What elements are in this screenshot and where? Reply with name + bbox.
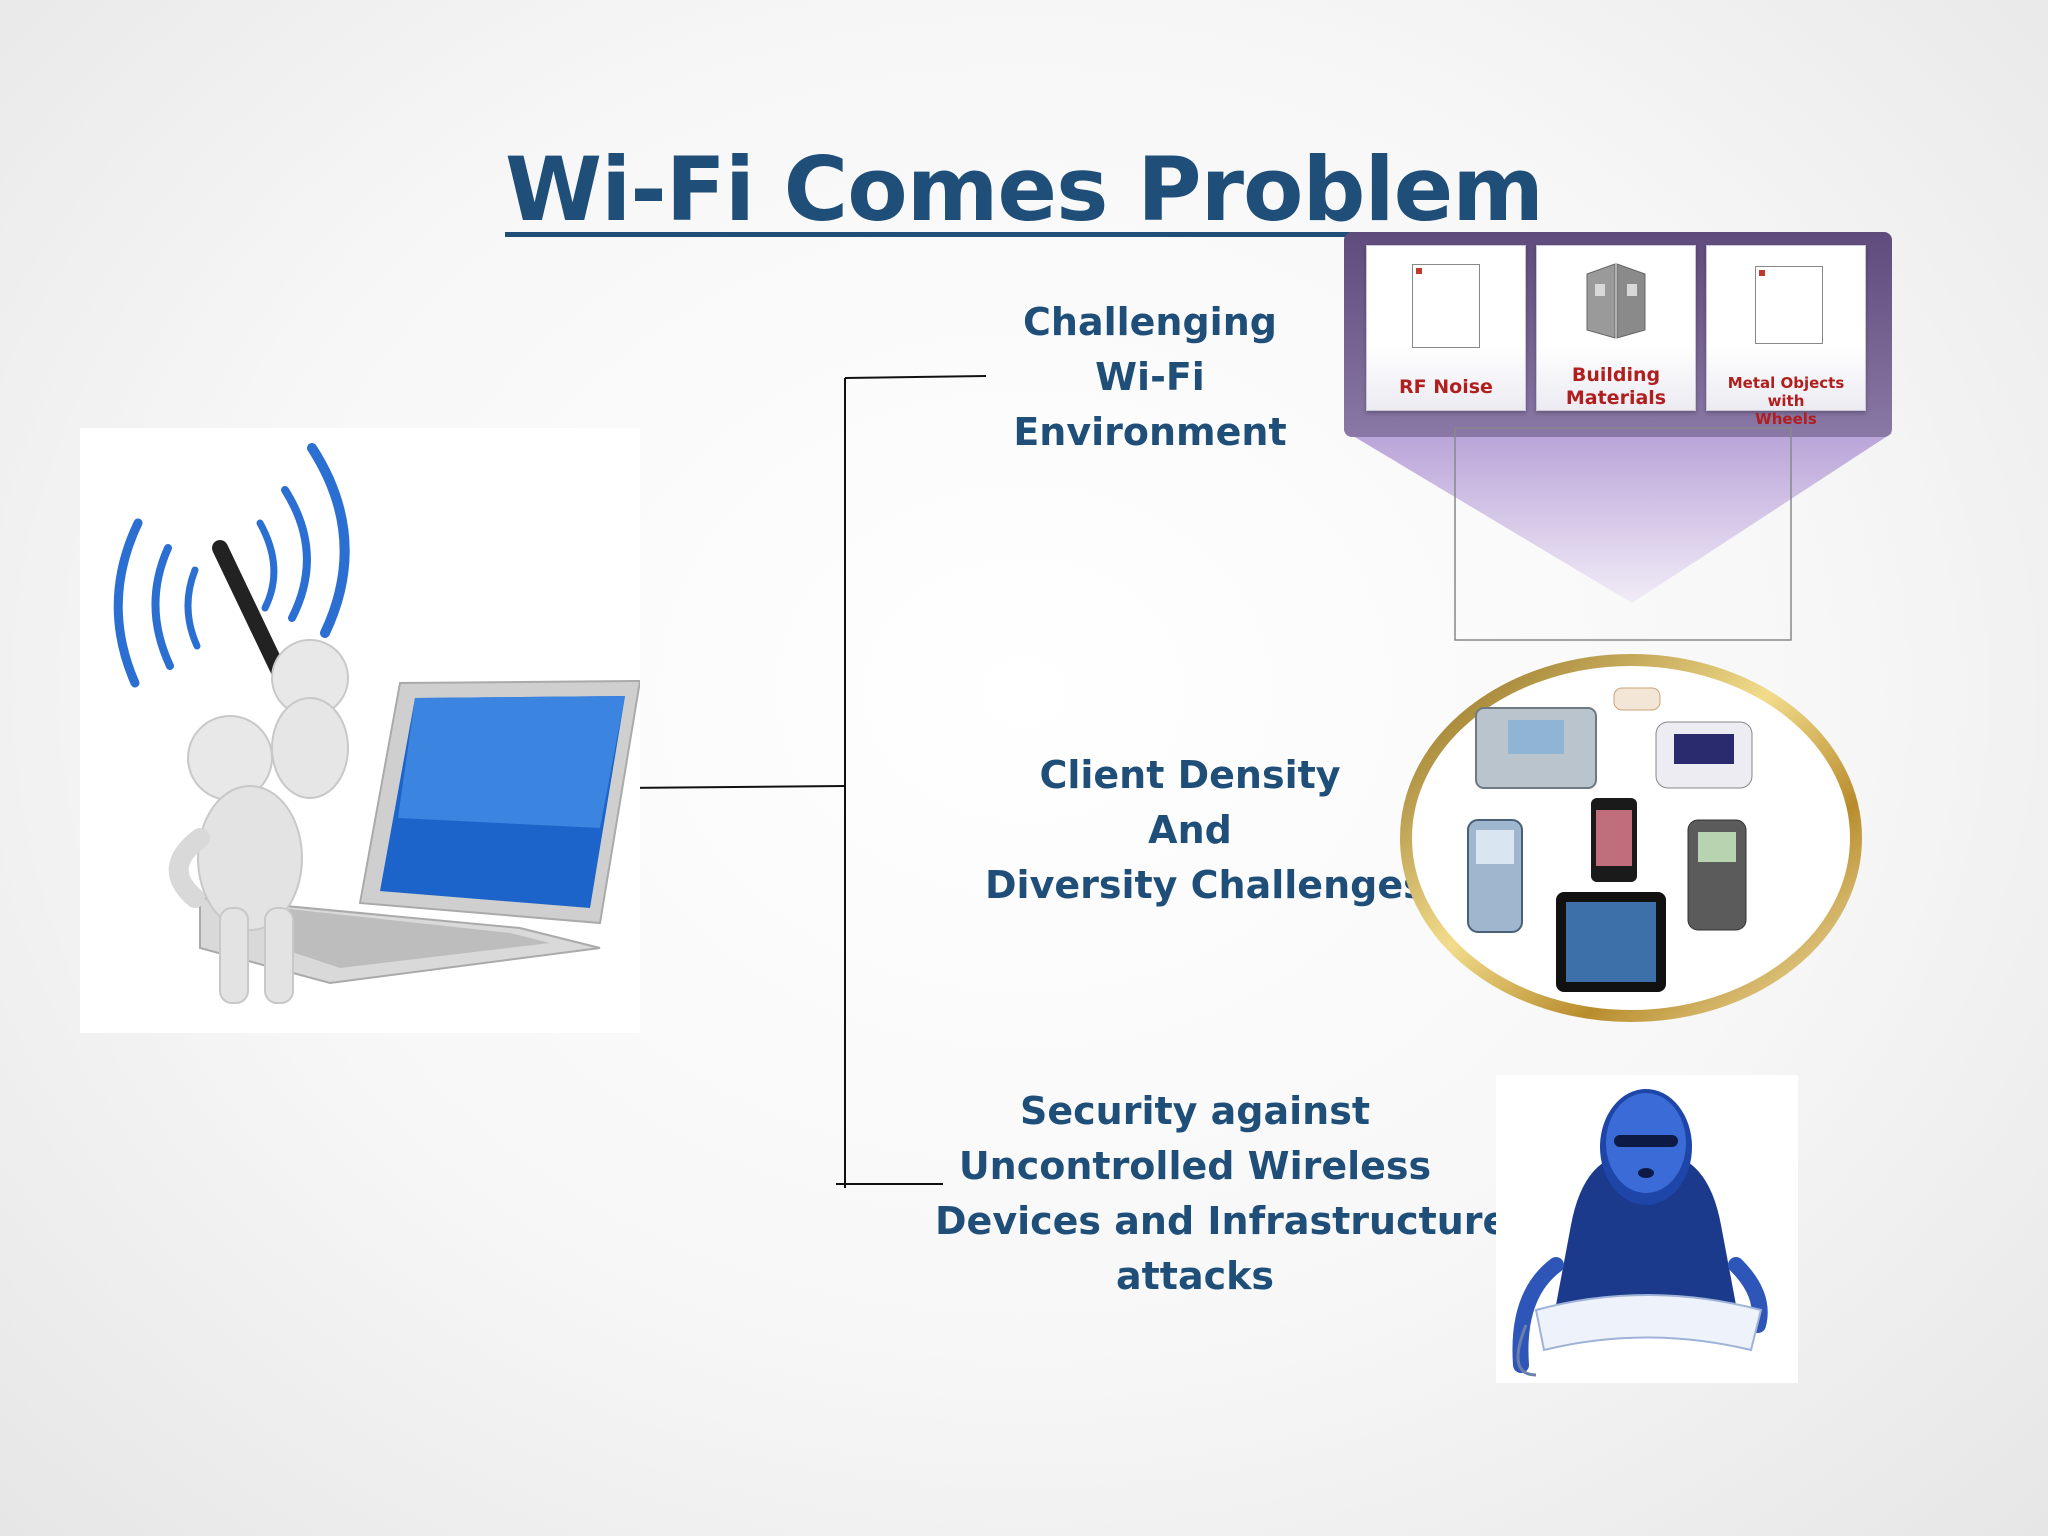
tile-metal-objects: Metal Objects with Wheels xyxy=(1706,245,1866,428)
wifi-signal-icon xyxy=(113,443,642,1004)
door-icon xyxy=(1586,263,1646,339)
branch-label-security: Security against Uncontrolled Wireless D… xyxy=(935,1089,1509,1298)
image-placeholder-icon xyxy=(1412,264,1480,348)
hacker-illustration xyxy=(1496,1075,1798,1383)
hacker-icon xyxy=(1512,1089,1768,1377)
slide-title: Wi-Fi Comes Problem xyxy=(505,138,1544,241)
branch-label-client-density: Client Density And Diversity Challenges xyxy=(985,753,1426,907)
client-devices-oval xyxy=(1400,654,1862,1022)
tile-building-materials: Building Materials xyxy=(1536,245,1696,411)
tile-rf-noise: RF Noise xyxy=(1366,245,1526,411)
tile-label-metal-objects: Metal Objects with Wheels xyxy=(1727,374,1845,428)
branch-label-wifi-environment: Challenging Wi-Fi Environment xyxy=(1013,300,1287,454)
tile-label-rf-noise: RF Noise xyxy=(1399,376,1493,398)
image-placeholder-icon xyxy=(1755,266,1823,344)
tile-label-building-materials: Building Materials xyxy=(1565,364,1667,409)
wifi-laptop-illustration xyxy=(80,428,642,1033)
